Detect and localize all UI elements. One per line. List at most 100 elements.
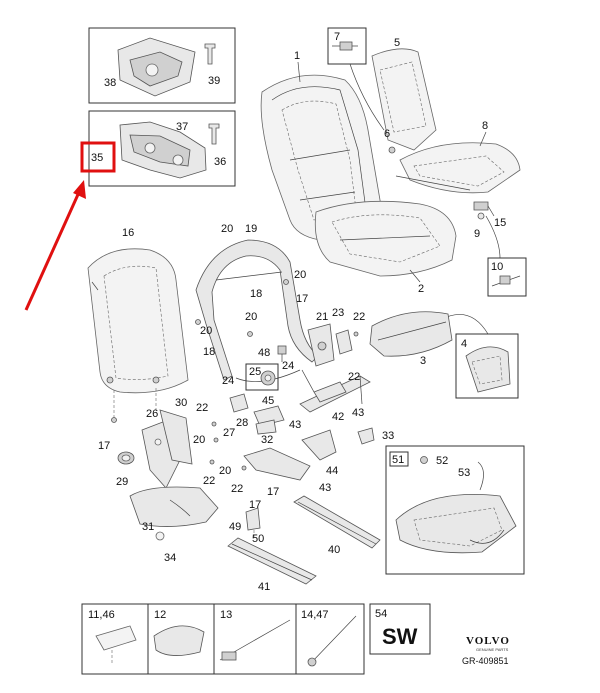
detail-51-box bbox=[385, 445, 525, 575]
callout-39: 39 bbox=[208, 75, 220, 87]
detail-4-box bbox=[455, 333, 519, 399]
callout-17b: 17 bbox=[296, 293, 308, 305]
knob-29 bbox=[117, 451, 135, 465]
callout-33: 33 bbox=[382, 430, 394, 442]
legend-label-13: 13 bbox=[220, 609, 232, 621]
side-cover-31 bbox=[129, 486, 219, 527]
callout-49: 49 bbox=[229, 521, 241, 533]
callout-20e: 20 bbox=[193, 434, 205, 446]
callout-44: 44 bbox=[326, 465, 338, 477]
legend-label-12: 12 bbox=[154, 609, 166, 621]
bracket-49-50 bbox=[245, 507, 261, 540]
callout-27: 27 bbox=[223, 427, 235, 439]
legend-label-14-47: 14,47 bbox=[301, 609, 329, 621]
callout-10: 10 bbox=[491, 261, 503, 273]
callout-45: 45 bbox=[262, 395, 274, 407]
callout-9: 9 bbox=[474, 228, 480, 240]
callout-1: 1 bbox=[294, 50, 300, 62]
callout-21: 21 bbox=[316, 311, 328, 323]
legend-label-54: 54 bbox=[375, 608, 387, 620]
callout-2: 2 bbox=[418, 283, 424, 295]
clip-15 bbox=[473, 201, 495, 220]
fasteners-17 bbox=[111, 388, 157, 423]
pivot-48 bbox=[277, 345, 287, 362]
callout-17a: 17 bbox=[98, 440, 110, 452]
callout-43a: 43 bbox=[352, 407, 364, 419]
callout-24b: 24 bbox=[222, 375, 234, 387]
callout-22c: 22 bbox=[196, 402, 208, 414]
callout-16: 16 bbox=[122, 227, 134, 239]
bracket-32 bbox=[255, 419, 277, 435]
callout-32: 32 bbox=[261, 434, 273, 446]
seat-cushion-cover bbox=[314, 200, 457, 277]
brand-logo-text: VOLVO bbox=[466, 635, 510, 647]
legend-strip bbox=[81, 603, 431, 675]
callout-51: 51 bbox=[392, 454, 404, 466]
callout-38: 38 bbox=[104, 77, 116, 89]
callout-52: 52 bbox=[436, 455, 448, 467]
callout-22b: 22 bbox=[348, 371, 360, 383]
cushion-bolster-3 bbox=[369, 311, 453, 357]
seat-rail-40 bbox=[293, 495, 381, 549]
rear-panel-16 bbox=[87, 248, 189, 394]
callout-40: 40 bbox=[328, 544, 340, 556]
callout-20b: 20 bbox=[294, 269, 306, 281]
callout-43b: 43 bbox=[289, 419, 301, 431]
callout-50: 50 bbox=[252, 533, 264, 545]
callout-20f: 20 bbox=[219, 465, 231, 477]
callout-24a: 24 bbox=[282, 360, 294, 372]
callout-42: 42 bbox=[332, 411, 344, 423]
seat-track-42 bbox=[299, 369, 371, 413]
seat-rail-41 bbox=[227, 537, 317, 585]
callout-8: 8 bbox=[482, 120, 488, 132]
inset-box-35-37 bbox=[88, 110, 236, 187]
callout-15: 15 bbox=[494, 217, 506, 229]
connector-7-box bbox=[327, 27, 367, 65]
callout-3: 3 bbox=[420, 355, 426, 367]
inset-box-38-39 bbox=[88, 27, 236, 104]
backrest-pad-5 bbox=[371, 48, 437, 151]
callout-31: 31 bbox=[142, 521, 154, 533]
connector-10-box bbox=[487, 257, 527, 297]
callout-17d: 17 bbox=[267, 486, 279, 498]
callout-53: 53 bbox=[458, 467, 470, 479]
callout-29: 29 bbox=[116, 476, 128, 488]
legend-part-12 bbox=[153, 625, 205, 656]
callout-19: 19 bbox=[245, 223, 257, 235]
callout-20c: 20 bbox=[200, 325, 212, 337]
callout-34: 34 bbox=[164, 552, 176, 564]
callout-18a: 18 bbox=[250, 288, 262, 300]
drawing-number: GR-409851 bbox=[462, 656, 509, 666]
legend-part-11-46 bbox=[95, 625, 137, 651]
callout-37: 37 bbox=[176, 121, 188, 133]
callout-30: 30 bbox=[175, 397, 187, 409]
cushion-pad-8 bbox=[395, 142, 521, 194]
callout-25: 25 bbox=[249, 366, 261, 378]
highlight-box-35 bbox=[80, 141, 116, 173]
cap-34 bbox=[155, 531, 165, 541]
bracket-45 bbox=[253, 405, 285, 427]
callout-23: 23 bbox=[332, 307, 344, 319]
backrest-frame-19 bbox=[195, 239, 319, 381]
legend-code-sw: SW bbox=[382, 624, 418, 649]
side-trim-26-30 bbox=[141, 409, 193, 489]
callout-43c: 43 bbox=[319, 482, 331, 494]
legend-label-11-46: 11,46 bbox=[88, 609, 115, 621]
callout-6: 6 bbox=[384, 128, 390, 140]
cap-33 bbox=[357, 427, 375, 445]
callout-20d: 20 bbox=[245, 311, 257, 323]
highlight-arrow bbox=[24, 180, 86, 311]
legend-part-14-47 bbox=[309, 615, 357, 665]
lever-bracket-44 bbox=[243, 429, 337, 481]
callout-48: 48 bbox=[258, 347, 270, 359]
brand-logo-sub: GENUINE PARTS bbox=[476, 647, 509, 652]
recliner-21-23 bbox=[307, 323, 353, 367]
callout-41: 41 bbox=[258, 581, 270, 593]
callout-22d: 22 bbox=[203, 475, 215, 487]
callout-4: 4 bbox=[461, 338, 467, 350]
callout-18b: 18 bbox=[203, 346, 215, 358]
callout-26: 26 bbox=[146, 408, 158, 420]
callout-22e: 22 bbox=[231, 483, 243, 495]
knob-25 bbox=[245, 363, 279, 391]
